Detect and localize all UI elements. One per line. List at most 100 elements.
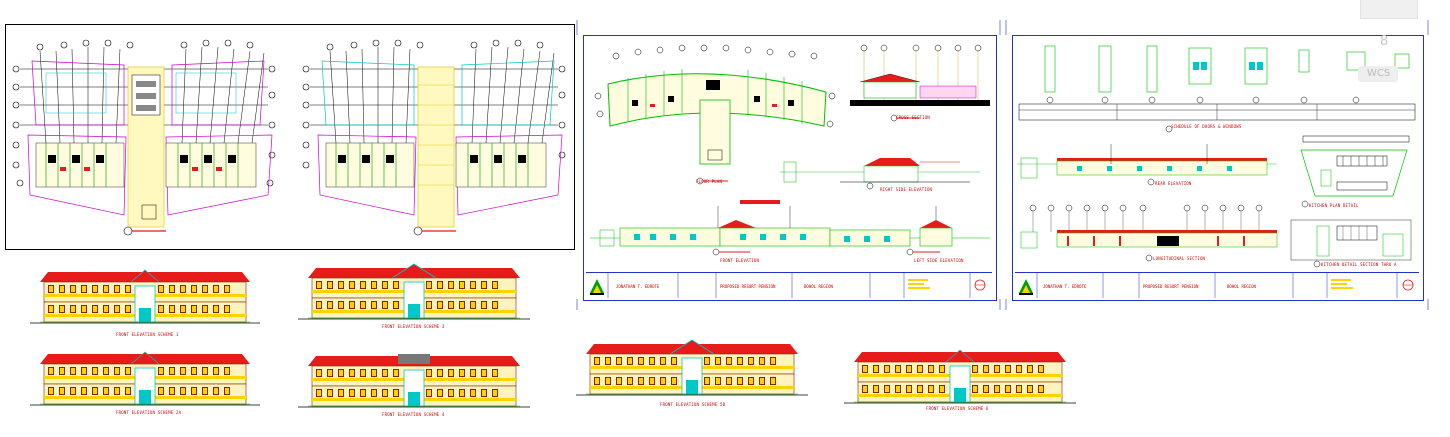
window-pane [339,302,343,308]
sheet3-location: BOHOL REGION [1227,284,1256,289]
window-pane [60,306,64,312]
window-pane [350,302,354,308]
window-pane [383,390,387,396]
window-pane [438,390,442,396]
window-pane [203,368,207,374]
window-pane [350,390,354,396]
window-pane [82,368,86,374]
sheet3-title-block: JONATHAN T. EDROTE PROPOSED RESORT PENSI… [1015,272,1419,298]
window-pane [438,302,442,308]
window-pane [60,388,64,394]
window-pane [973,386,977,392]
window-pane [1006,366,1010,372]
window-pane [82,388,86,394]
elevation-label: FRONT ELEVATION SCHEME 2A [116,410,182,415]
wcs-button[interactable]: WCS [1358,66,1398,82]
window-pane [104,306,108,312]
window-pane [482,302,486,308]
viewcube[interactable]: 8 WCS [1338,0,1448,90]
sheet2-author: JONATHAN T. EDROTE [616,284,660,289]
window-pane [361,282,365,288]
window-pane [181,286,185,292]
window-pane [159,286,163,292]
window-pane [317,302,321,308]
window-pane [394,390,398,396]
window-pane [896,386,900,392]
window-pane [482,370,486,376]
viewcube-face[interactable] [1360,0,1418,19]
window-pane [339,282,343,288]
window-pane [372,370,376,376]
window-pane [192,306,196,312]
window-pane [214,388,218,394]
window-pane [71,388,75,394]
window-pane [628,358,632,364]
window-pane [661,378,665,384]
window-pane [885,366,889,372]
window-pane [471,302,475,308]
window-pane [460,370,464,376]
window-pane [940,366,944,372]
window-pane [115,286,119,292]
window-pane [973,366,977,372]
window-pane [907,366,911,372]
window-pane [192,388,196,394]
window-pane [460,302,464,308]
window-pane [749,378,753,384]
window-pane [60,368,64,374]
floor-plan-right [302,39,566,236]
window-pane [170,306,174,312]
sheet3-author: JONATHAN T. EDROTE [1043,284,1087,289]
window-pane [49,306,53,312]
elevation-label: FRONT ELEVATION SCHEME 3 [382,324,445,329]
window-pane [115,306,119,312]
window-pane [727,358,731,364]
window-pane [449,370,453,376]
window-pane [493,390,497,396]
window-pane [93,388,97,394]
window-pane [104,286,108,292]
window-pane [617,378,621,384]
window-pane [361,302,365,308]
window-pane [328,370,332,376]
window-pane [328,390,332,396]
drawing-sheet-3: SCHEDULE OF DOORS & WINDOWS REAR ELEVATI… [1012,35,1424,301]
window-pane [225,306,229,312]
drawing-sheet-2: FLOOR PLAN CROSS SECTION RIGHT SIDE ELEV… [583,35,997,301]
window-pane [372,282,376,288]
label-right-side-elevation: RIGHT SIDE ELEVATION [880,187,933,192]
window-pane [93,368,97,374]
entrance-door [139,308,151,322]
elevation-scheme-5b: FRONT ELEVATION SCHEME 5B [576,339,808,412]
window-pane [383,282,387,288]
sheet2-floor-plan [594,44,836,185]
window-pane [449,390,453,396]
window-pane [350,370,354,376]
label-cross-section: CROSS SECTION [896,115,930,120]
window-pane [650,378,654,384]
window-pane [49,286,53,292]
window-pane [317,390,321,396]
window-pane [650,358,654,364]
window-pane [1006,386,1010,392]
window-pane [339,370,343,376]
window-pane [126,388,130,394]
sheet2-cross-section [850,44,990,122]
elevation-label: FRONT ELEVATION SCHEME 6 [926,406,989,411]
entrance-door [408,304,420,318]
viewcube-number: 8 [1380,34,1389,49]
window-pane [771,358,775,364]
window-pane [863,366,867,372]
window-pane [940,386,944,392]
entrance-door [408,392,420,406]
sheet3-longitudinal-section [1020,204,1278,262]
window-pane [71,286,75,292]
window-pane [394,370,398,376]
window-pane [383,370,387,376]
elevation-label: FRONT ELEVATION SCHEME 5B [660,402,726,407]
window-pane [82,286,86,292]
elevation-scheme-4: FRONT ELEVATION SCHEME 4 [298,352,530,424]
window-pane [438,282,442,288]
window-pane [159,388,163,394]
window-pane [738,358,742,364]
